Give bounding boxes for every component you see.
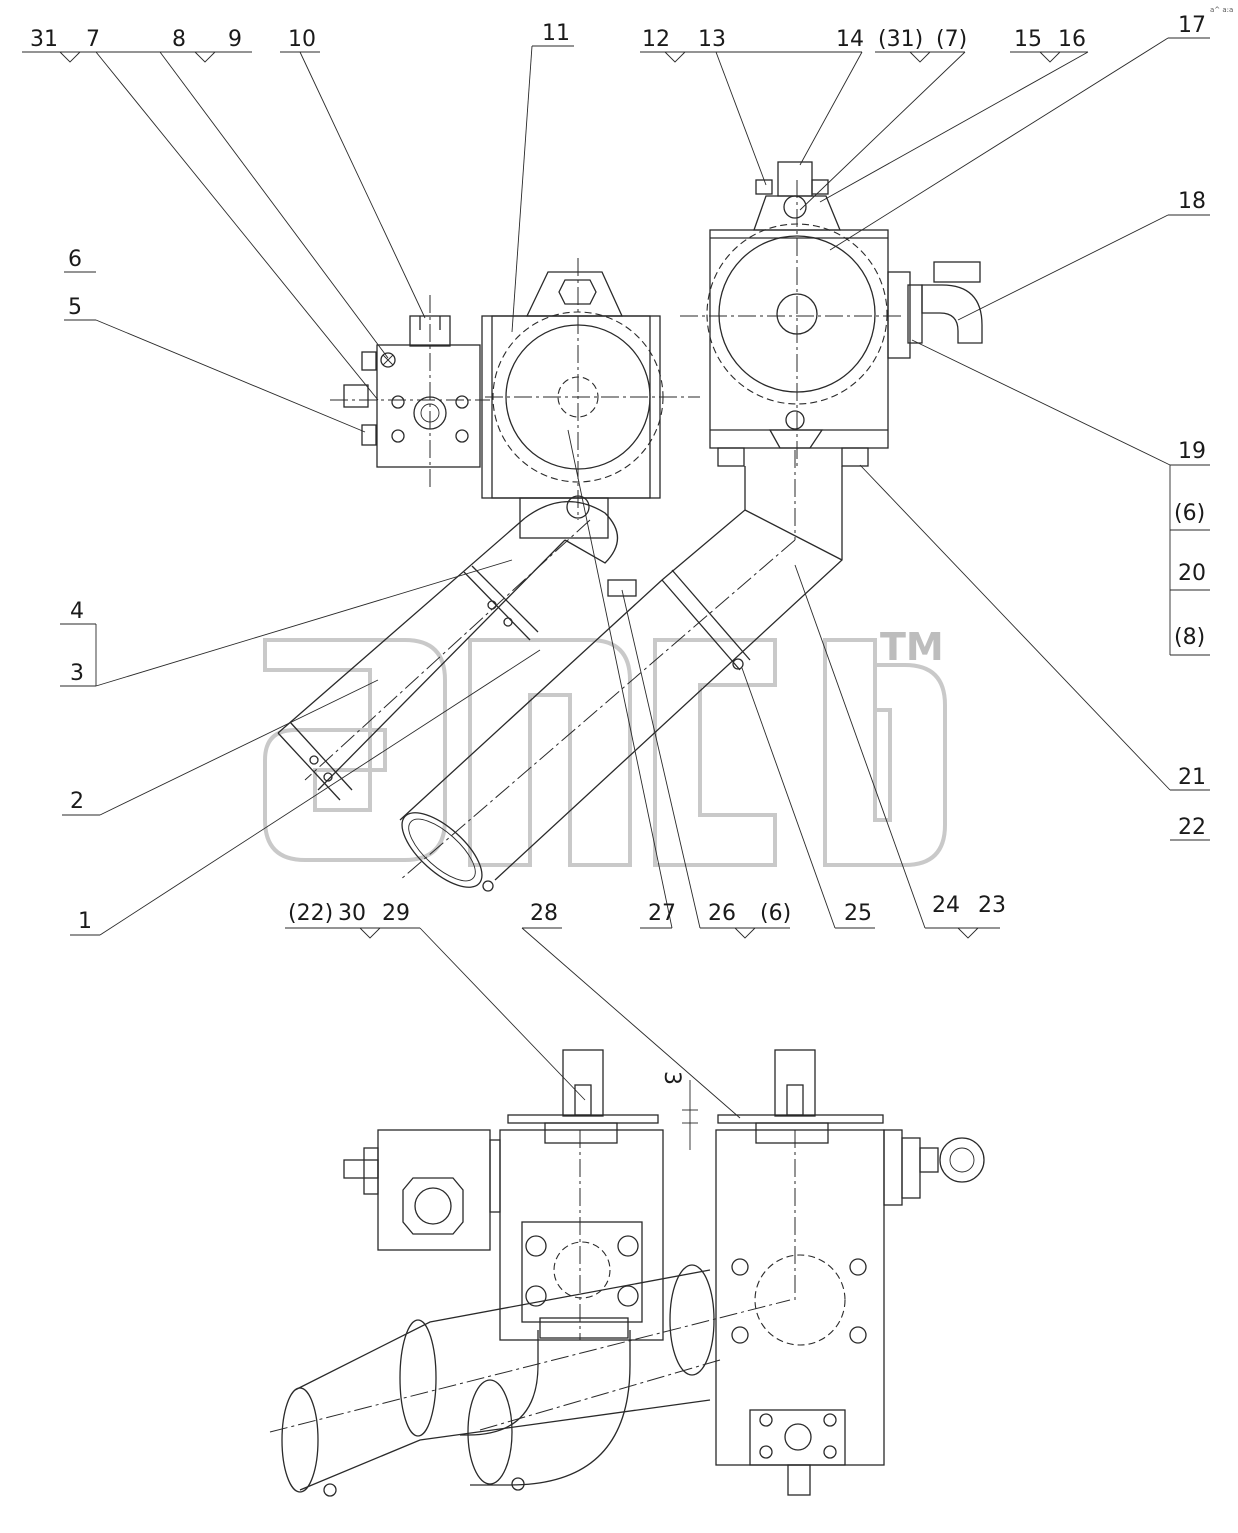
callout-14: 14 [836, 27, 864, 52]
callout-6: 6 [68, 247, 82, 272]
callout-22-ref: (22) [288, 901, 333, 926]
callout-4: 4 [70, 599, 84, 624]
callout-1: 1 [78, 909, 92, 934]
callout-2: 2 [70, 789, 84, 814]
callout-22: 22 [1178, 815, 1206, 840]
callout-6-ref-2: (6) [760, 901, 791, 926]
watermark-logo: TM [263, 625, 947, 867]
leader-lines [22, 37, 1210, 1119]
callout-18: 18 [1178, 189, 1206, 214]
callout-29: 29 [382, 901, 410, 926]
callout-6-ref: (6) [1174, 501, 1205, 526]
callout-21: 21 [1178, 765, 1206, 790]
callout-8-ref: (8) [1174, 625, 1205, 650]
corner-mark: a^ a:a [1210, 6, 1233, 14]
callout-31-ref: (31) [878, 27, 923, 52]
watermark-tm: TM [880, 625, 944, 669]
callout-10: 10 [288, 27, 316, 52]
callout-27: 27 [648, 901, 676, 926]
callout-19: 19 [1178, 439, 1206, 464]
callout-17: 17 [1178, 13, 1206, 38]
callout-11: 11 [542, 21, 570, 46]
callout-24: 24 [932, 893, 960, 918]
callout-31: 31 [30, 27, 58, 52]
callout-16: 16 [1058, 27, 1086, 52]
callout-28: 28 [530, 901, 558, 926]
callout-9: 9 [228, 27, 242, 52]
left-valve-block [330, 295, 490, 490]
pump-right [680, 161, 983, 470]
callout-labels: 31 7 8 9 10 11 12 13 14 (31) (7) 15 16 1… [30, 13, 1206, 934]
callout-7: 7 [86, 27, 100, 52]
callout-26: 26 [708, 901, 736, 926]
suction-hose-1 [277, 501, 619, 801]
callout-3: 3 [70, 661, 84, 686]
callout-25: 25 [844, 901, 872, 926]
callout-30: 30 [338, 901, 366, 926]
lower-assembly-view: 3 [269, 1049, 985, 1497]
callout-7-ref: (7) [936, 27, 967, 52]
callout-13: 13 [698, 27, 726, 52]
dimension-3: 3 [659, 1071, 684, 1085]
pump-left [481, 258, 700, 597]
callout-20: 20 [1178, 561, 1206, 586]
suction-hose-2 [399, 450, 843, 892]
callout-23: 23 [978, 893, 1006, 918]
callout-12: 12 [642, 27, 670, 52]
callout-5: 5 [68, 295, 82, 320]
callout-15: 15 [1014, 27, 1042, 52]
callout-8: 8 [172, 27, 186, 52]
